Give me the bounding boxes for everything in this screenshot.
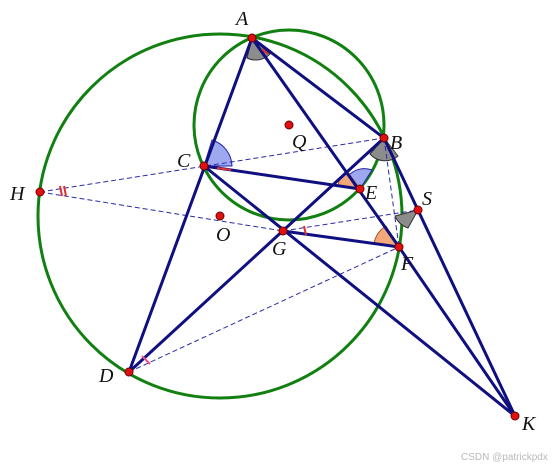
label-G: G bbox=[272, 238, 287, 260]
tick-H bbox=[59, 185, 63, 197]
tick-G bbox=[303, 225, 307, 236]
point-Q bbox=[284, 120, 294, 130]
label-E: E bbox=[364, 182, 377, 204]
point-K bbox=[510, 411, 520, 421]
watermark: CSDN @patrickpdx bbox=[461, 452, 548, 463]
label-Q: Q bbox=[292, 131, 307, 153]
label-S: S bbox=[422, 188, 432, 210]
point-D bbox=[124, 367, 134, 377]
label-O: O bbox=[216, 224, 230, 246]
point-F bbox=[394, 242, 404, 252]
segment-A-B bbox=[250, 36, 386, 140]
label-A: A bbox=[234, 8, 249, 30]
label-D: D bbox=[98, 365, 114, 387]
point-C bbox=[199, 161, 209, 171]
tick-A bbox=[261, 48, 269, 55]
point-B bbox=[379, 133, 389, 143]
dashed-H-G bbox=[39, 191, 284, 232]
tick-H-2 bbox=[63, 185, 67, 197]
segment-C-K bbox=[202, 164, 517, 418]
tick-marks bbox=[59, 48, 307, 365]
point-S bbox=[413, 205, 423, 215]
label-C: C bbox=[177, 150, 191, 172]
dashed-B-F bbox=[383, 137, 400, 248]
circle-Q bbox=[192, 28, 386, 222]
dashed-lines bbox=[39, 137, 419, 373]
segment-G-F bbox=[281, 229, 401, 249]
segment-D-B bbox=[127, 136, 386, 374]
dashed-D-F bbox=[128, 246, 400, 373]
label-H: H bbox=[9, 183, 26, 205]
point-G bbox=[278, 226, 288, 236]
solid-segments bbox=[127, 36, 517, 418]
label-K: K bbox=[521, 413, 537, 435]
segment-A-F bbox=[250, 36, 401, 249]
dashed-G-S bbox=[282, 209, 419, 232]
segment-F-K bbox=[397, 245, 517, 418]
tick-C bbox=[216, 167, 232, 171]
label-F: F bbox=[400, 253, 414, 275]
segment-B-K bbox=[382, 136, 517, 418]
point-labels: A B C D E F G H K O Q S bbox=[9, 8, 537, 435]
dashed-H-B bbox=[39, 137, 385, 193]
points bbox=[35, 33, 520, 421]
tick-D bbox=[141, 355, 151, 365]
label-B: B bbox=[390, 132, 402, 154]
point-H bbox=[35, 187, 45, 197]
point-A bbox=[247, 33, 257, 43]
angle-marker-S bbox=[394, 209, 420, 229]
point-O bbox=[215, 211, 225, 221]
point-E bbox=[355, 184, 365, 194]
segment-A-D bbox=[127, 36, 254, 374]
